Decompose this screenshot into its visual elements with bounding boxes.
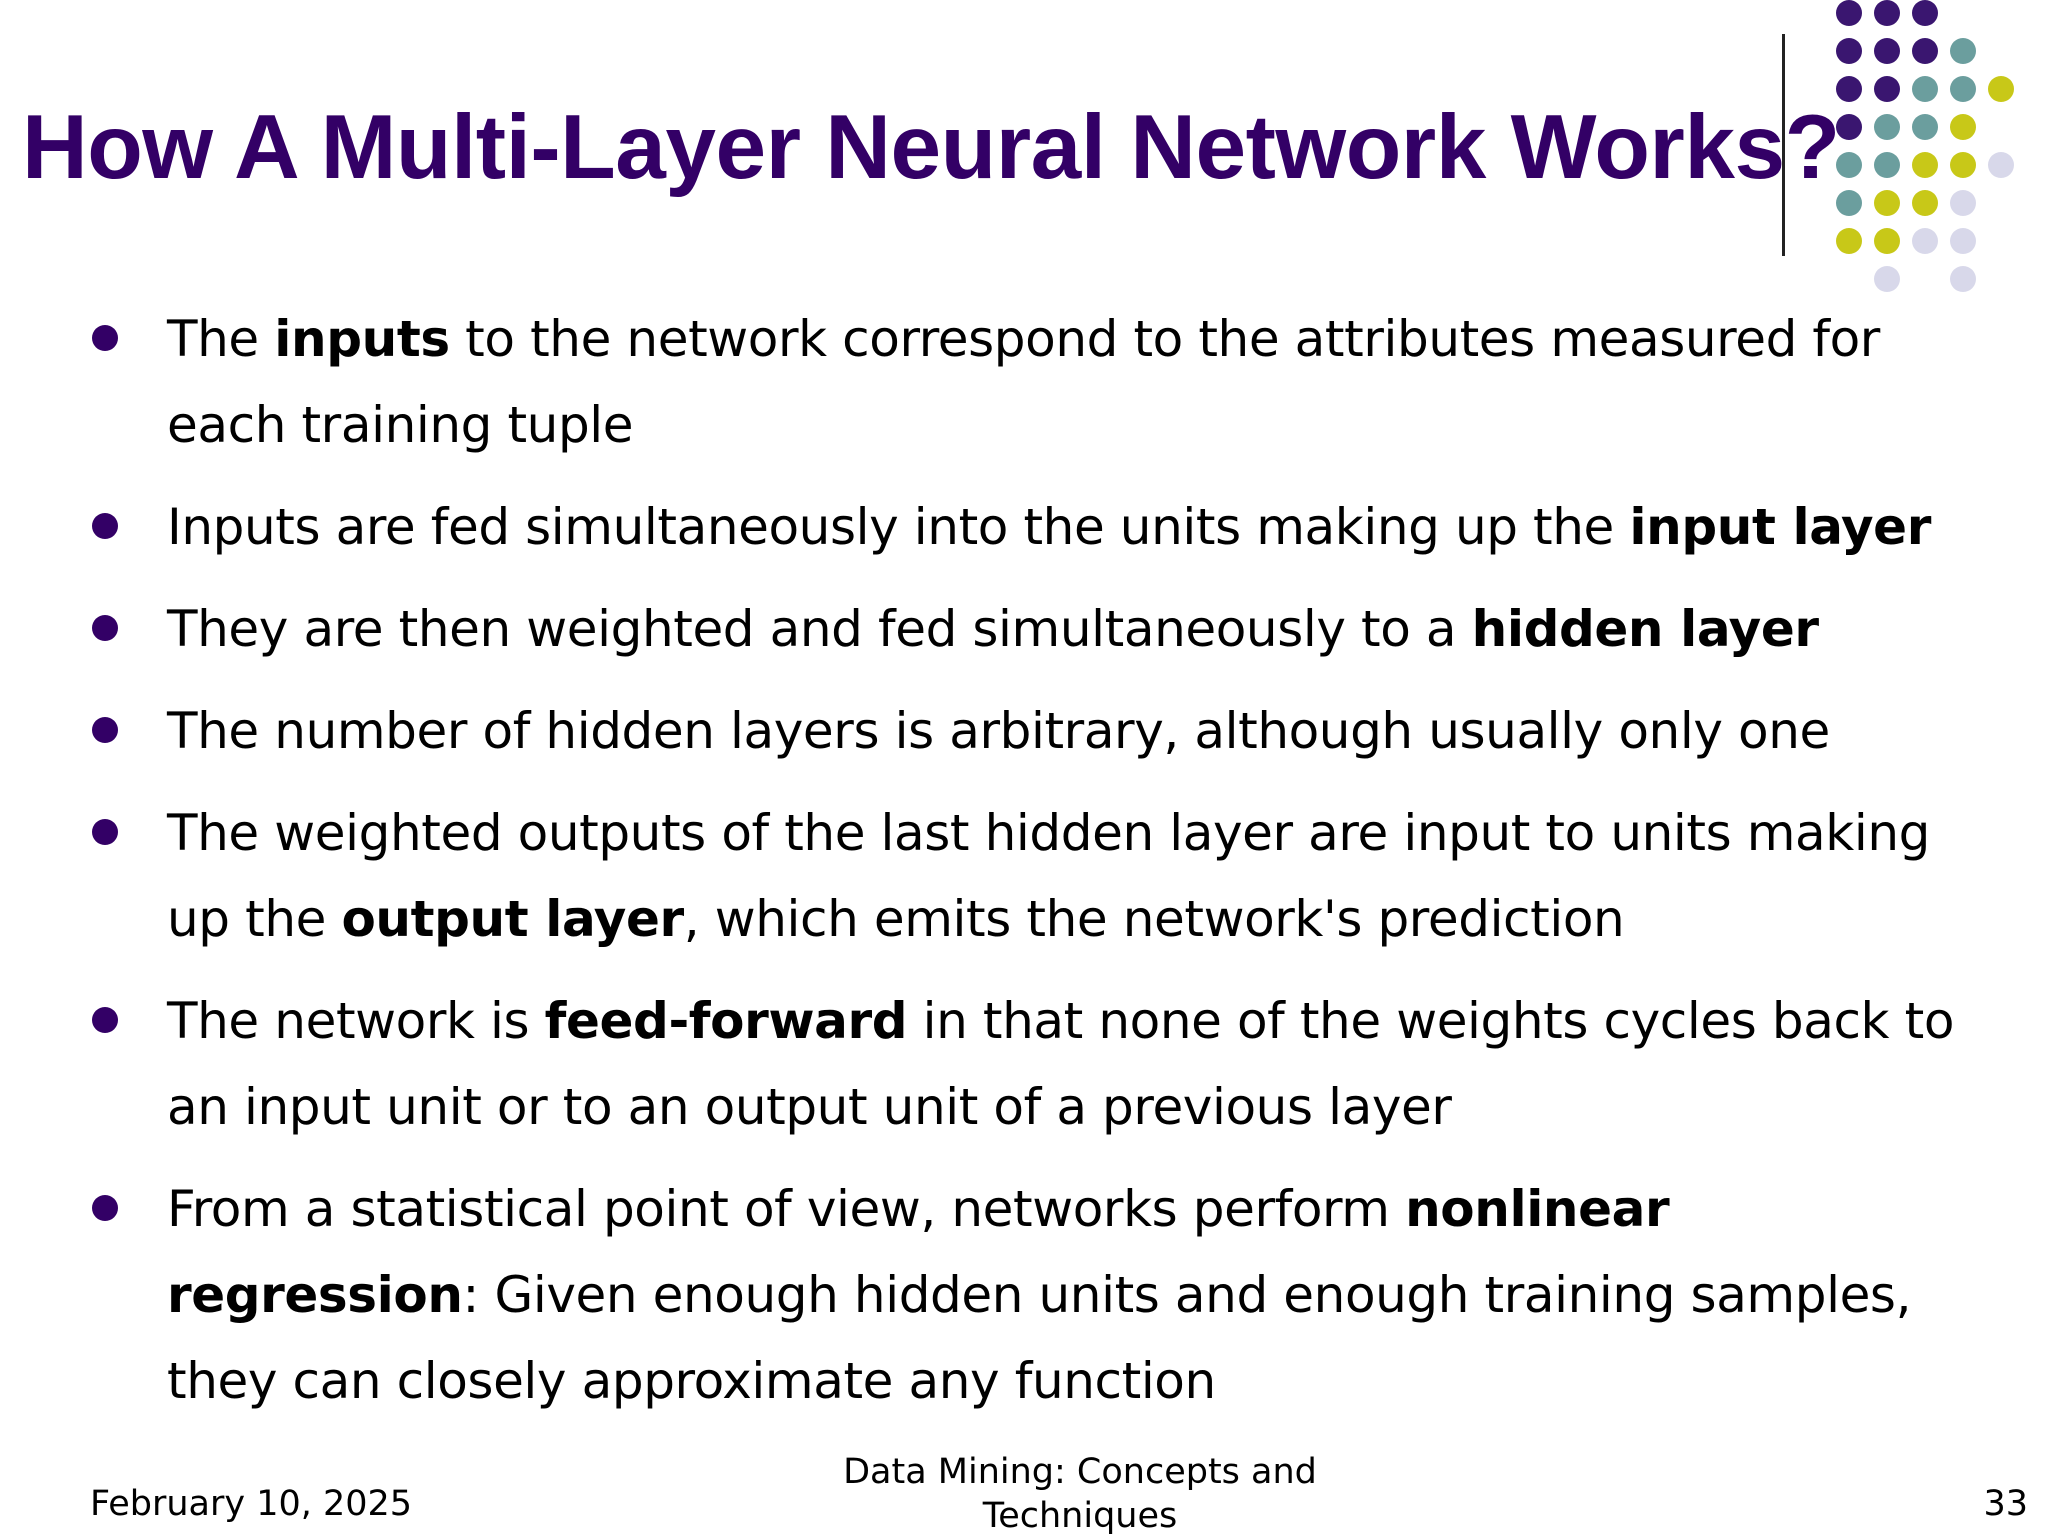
decorative-dot — [1874, 114, 1900, 140]
bullet-marker — [92, 615, 118, 641]
bullet-bold-term: nonlinear regression — [167, 1180, 1670, 1324]
decorative-dot — [1988, 76, 2014, 102]
bullet-bold-term: output layer — [341, 890, 684, 948]
bullet-text: The number of hidden layers is arbitrary… — [167, 702, 1830, 760]
decorative-dot — [1836, 152, 1862, 178]
bullet-bold-term: hidden layer — [1471, 600, 1819, 658]
bullet-item: Inputs are fed simultaneously into the u… — [0, 484, 2048, 570]
bullet-marker — [92, 1007, 118, 1033]
footer-page-number: 33 — [1983, 1484, 2028, 1524]
decorative-dot — [1874, 76, 1900, 102]
slide-title: How A Multi-Layer Neural Network Works? — [22, 97, 1840, 198]
bullet-marker — [92, 819, 118, 845]
decorative-dot — [1836, 114, 1862, 140]
decorative-dot — [1950, 190, 1976, 216]
decorative-dot — [1874, 0, 1900, 26]
decorative-dot — [1912, 76, 1938, 102]
bullet-bold-term: feed-forward — [544, 992, 908, 1050]
bullet-item: The inputs to the network correspond to … — [0, 296, 2048, 468]
decorative-dot — [1988, 152, 2014, 178]
title-divider-line — [1782, 34, 1785, 256]
decorative-dot — [1874, 152, 1900, 178]
decorative-dot — [1836, 228, 1862, 254]
decorative-dot — [1836, 0, 1862, 26]
decorative-dot — [1874, 190, 1900, 216]
decorative-dot — [1950, 266, 1976, 292]
decorative-dot — [1874, 38, 1900, 64]
bullet-text: in that none of the weights cycles back … — [167, 992, 1955, 1136]
bullet-text: , which emits the network's prediction — [683, 890, 1625, 948]
bullet-item: From a statistical point of view, networ… — [0, 1166, 2048, 1424]
decorative-dot — [1950, 76, 1976, 102]
bullet-item: The weighted outputs of the last hidden … — [0, 790, 2048, 962]
bullet-text: The — [167, 310, 275, 368]
decorative-dot — [1912, 0, 1938, 26]
bullet-text: The network is — [167, 992, 545, 1050]
bullet-list: The inputs to the network correspond to … — [0, 296, 2048, 1440]
bullet-marker — [92, 1195, 118, 1221]
decorative-dot — [1950, 38, 1976, 64]
decorative-dot — [1874, 266, 1900, 292]
bullet-item: The number of hidden layers is arbitrary… — [0, 688, 2048, 774]
footer-title: Data Mining: Concepts and Techniques — [843, 1452, 1317, 1536]
decorative-dot — [1950, 228, 1976, 254]
bullet-marker — [92, 717, 118, 743]
bullet-bold-term: inputs — [274, 310, 450, 368]
decorative-dot — [1836, 76, 1862, 102]
decorative-dot — [1874, 228, 1900, 254]
bullet-text: They are then weighted and fed simultane… — [167, 600, 1472, 658]
bullet-item: They are then weighted and fed simultane… — [0, 586, 2048, 672]
decorative-dot — [1912, 38, 1938, 64]
bullet-marker — [92, 325, 118, 351]
decorative-dot — [1912, 114, 1938, 140]
decorative-dot — [1912, 228, 1938, 254]
bullet-text: The weighted outputs of the last hidden … — [167, 804, 1930, 948]
decorative-dot — [1836, 190, 1862, 216]
bullet-marker — [92, 513, 118, 539]
bullet-text: to the network correspond to the attribu… — [167, 310, 1880, 454]
decorative-dot — [1912, 190, 1938, 216]
decorative-dot — [1836, 38, 1862, 64]
bullet-item: The network is feed-forward in that none… — [0, 978, 2048, 1150]
footer-date: February 10, 2025 — [90, 1484, 413, 1524]
decorative-dot — [1950, 114, 1976, 140]
bullet-bold-term: input layer — [1629, 498, 1931, 556]
bullet-text: Inputs are fed simultaneously into the u… — [167, 498, 1630, 556]
decorative-dot — [1950, 152, 1976, 178]
bullet-text: From a statistical point of view, networ… — [167, 1180, 1406, 1238]
bullet-text: : Given enough hidden units and enough t… — [167, 1266, 1912, 1410]
decorative-dot — [1912, 152, 1938, 178]
